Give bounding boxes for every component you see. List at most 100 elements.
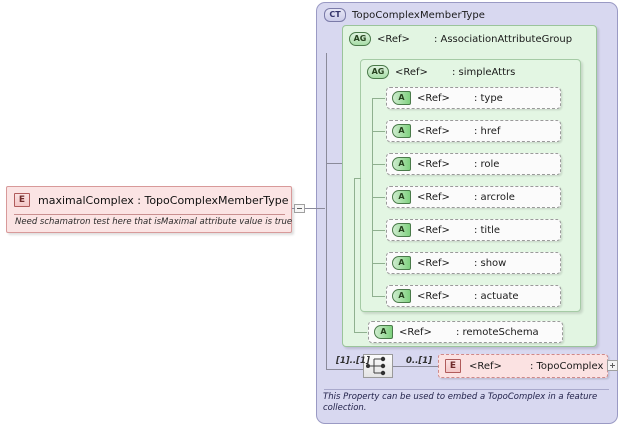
attribute-group-simpleattrs-ref: <Ref> (395, 66, 428, 78)
attribute-icon: A (392, 124, 411, 138)
attr-tree-branch (372, 296, 385, 297)
attribute-ref: <Ref> (417, 257, 450, 269)
attribute-group-simpleattrs-header: AG <Ref> : simpleAttrs (367, 65, 515, 79)
attribute-group-association-ref: <Ref> (377, 33, 410, 45)
colon-separator: : (455, 326, 460, 338)
attribute-group-association-name: : AssociationAttributeGroup (434, 34, 572, 45)
attr-tree-branch (372, 197, 385, 198)
attribute-icon: A (392, 157, 411, 171)
attribute-icon: A (392, 190, 411, 204)
attribute-group-association[interactable]: AG <Ref> : AssociationAttributeGroup AG … (342, 25, 597, 347)
attribute-name: remoteSchema (462, 326, 539, 338)
element-divider (14, 214, 285, 215)
attribute-ref: <Ref> (417, 92, 450, 104)
attribute-icon: A (392, 223, 411, 237)
ct-tree-branch-sequence (326, 369, 364, 370)
attribute-group-icon: AG (367, 65, 389, 79)
attribute-ref: <Ref> (417, 125, 450, 137)
attr-tree-branch (372, 98, 385, 99)
element-topocomplex[interactable]: E <Ref> : TopoComplex (438, 354, 608, 378)
attribute-name: actuate (480, 290, 519, 302)
sequence-icon[interactable] (363, 354, 393, 378)
cardinality-right: 0..[1] (406, 356, 433, 366)
colon-separator: : (473, 158, 478, 170)
element-maximalcomplex-header: E maximalComplex : TopoComplexMemberType (14, 193, 289, 207)
ct-tree-branch-attrgroup (326, 163, 342, 164)
attribute-row-actuate[interactable]: A <Ref> : actuate (386, 285, 561, 307)
attribute-name: show (480, 257, 507, 269)
attribute-name-wrap: : role (474, 159, 500, 170)
attribute-group-association-label: AssociationAttributeGroup (440, 33, 573, 45)
attribute-row-type[interactable]: A <Ref> : type (386, 87, 561, 109)
attribute-name: arcrole (480, 191, 515, 203)
colon-separator: : (529, 360, 534, 372)
attribute-row-remoteschema[interactable]: A <Ref> : remoteSchema (368, 321, 563, 343)
complex-type-container: CT TopoComplexMemberType AG <Ref> : Asso… (316, 2, 618, 424)
attribute-name: href (480, 125, 501, 137)
attribute-name-wrap: : type (474, 93, 503, 104)
connector-element-to-collapse (292, 208, 295, 209)
attribute-name: type (480, 92, 503, 104)
element-maximalcomplex-label: maximalComplex : TopoComplexMemberType (38, 193, 289, 207)
colon-separator: : (433, 33, 438, 45)
attribute-row-arcrole[interactable]: A <Ref> : arcrole (386, 186, 561, 208)
attribute-icon: A (392, 256, 411, 270)
attribute-group-icon: AG (349, 32, 371, 46)
attribute-name-wrap: : arcrole (474, 192, 515, 203)
element-annotation: Need schamatron test here that isMaximal… (15, 217, 293, 227)
colon-separator: : (473, 92, 478, 104)
attribute-group-simpleattrs-name: : simpleAttrs (452, 67, 515, 78)
documentation-separator (324, 389, 609, 390)
attribute-row-show[interactable]: A <Ref> : show (386, 252, 561, 274)
attribute-ref: <Ref> (417, 224, 450, 236)
attribute-name-wrap: : show (474, 258, 506, 269)
attribute-group-simpleattrs-label: simpleAttrs (458, 66, 516, 78)
attr-tree-branch (372, 263, 385, 264)
attribute-name-wrap: : title (474, 225, 500, 236)
complex-type-header: CT TopoComplexMemberType (324, 8, 485, 22)
attribute-ref: <Ref> (417, 290, 450, 302)
complex-type-icon: CT (324, 8, 346, 22)
attribute-row-role[interactable]: A <Ref> : role (386, 153, 561, 175)
element-icon: E (445, 359, 461, 373)
attribute-ref: <Ref> (417, 158, 450, 170)
colon-separator: : (473, 290, 478, 302)
element-topocomplex-name: TopoComplex (536, 360, 604, 372)
expand-button[interactable] (607, 360, 618, 371)
attribute-row-href[interactable]: A <Ref> : href (386, 120, 561, 142)
attribute-group-simpleattrs[interactable]: AG <Ref> : simpleAttrs A <Ref> : type A (360, 59, 581, 312)
colon-separator: : (473, 257, 478, 269)
element-maximalcomplex[interactable]: E maximalComplex : TopoComplexMemberType… (6, 186, 292, 233)
ag-tree-branch (354, 332, 367, 333)
connector-collapse-to-complextype (305, 208, 325, 209)
attribute-name-wrap: : actuate (474, 291, 519, 302)
attribute-name-wrap: : href (474, 126, 500, 137)
element-topocomplex-name-wrap: : TopoComplex (530, 361, 603, 372)
attr-tree-branch (372, 164, 385, 165)
element-icon: E (14, 193, 30, 207)
documentation-text: This Property can be used to embed a Top… (323, 392, 598, 414)
attribute-row-title[interactable]: A <Ref> : title (386, 219, 561, 241)
attribute-ref: <Ref> (399, 326, 432, 338)
ct-tree-spine (326, 53, 327, 369)
colon-separator: : (473, 125, 478, 137)
connector-sequence-to-element (393, 366, 438, 367)
complex-type-title: TopoComplexMemberType (352, 9, 486, 21)
ag-tree-branch (354, 178, 361, 179)
attr-tree-branch (372, 131, 385, 132)
element-topocomplex-ref: <Ref> (469, 360, 502, 372)
cardinality-left: [1]..[1] (336, 356, 370, 366)
colon-separator: : (451, 66, 456, 78)
attribute-icon: A (392, 289, 411, 303)
attribute-name-wrap: : remoteSchema (456, 327, 539, 338)
ag-tree-spine (354, 178, 355, 332)
attribute-group-association-header: AG <Ref> : AssociationAttributeGroup (349, 32, 572, 46)
attribute-name: role (480, 158, 500, 170)
colon-separator: : (473, 224, 478, 236)
collapse-button[interactable] (294, 204, 305, 213)
colon-separator: : (473, 191, 478, 203)
attribute-name: title (480, 224, 501, 236)
attr-tree-branch (372, 230, 385, 231)
attribute-icon: A (374, 325, 393, 339)
